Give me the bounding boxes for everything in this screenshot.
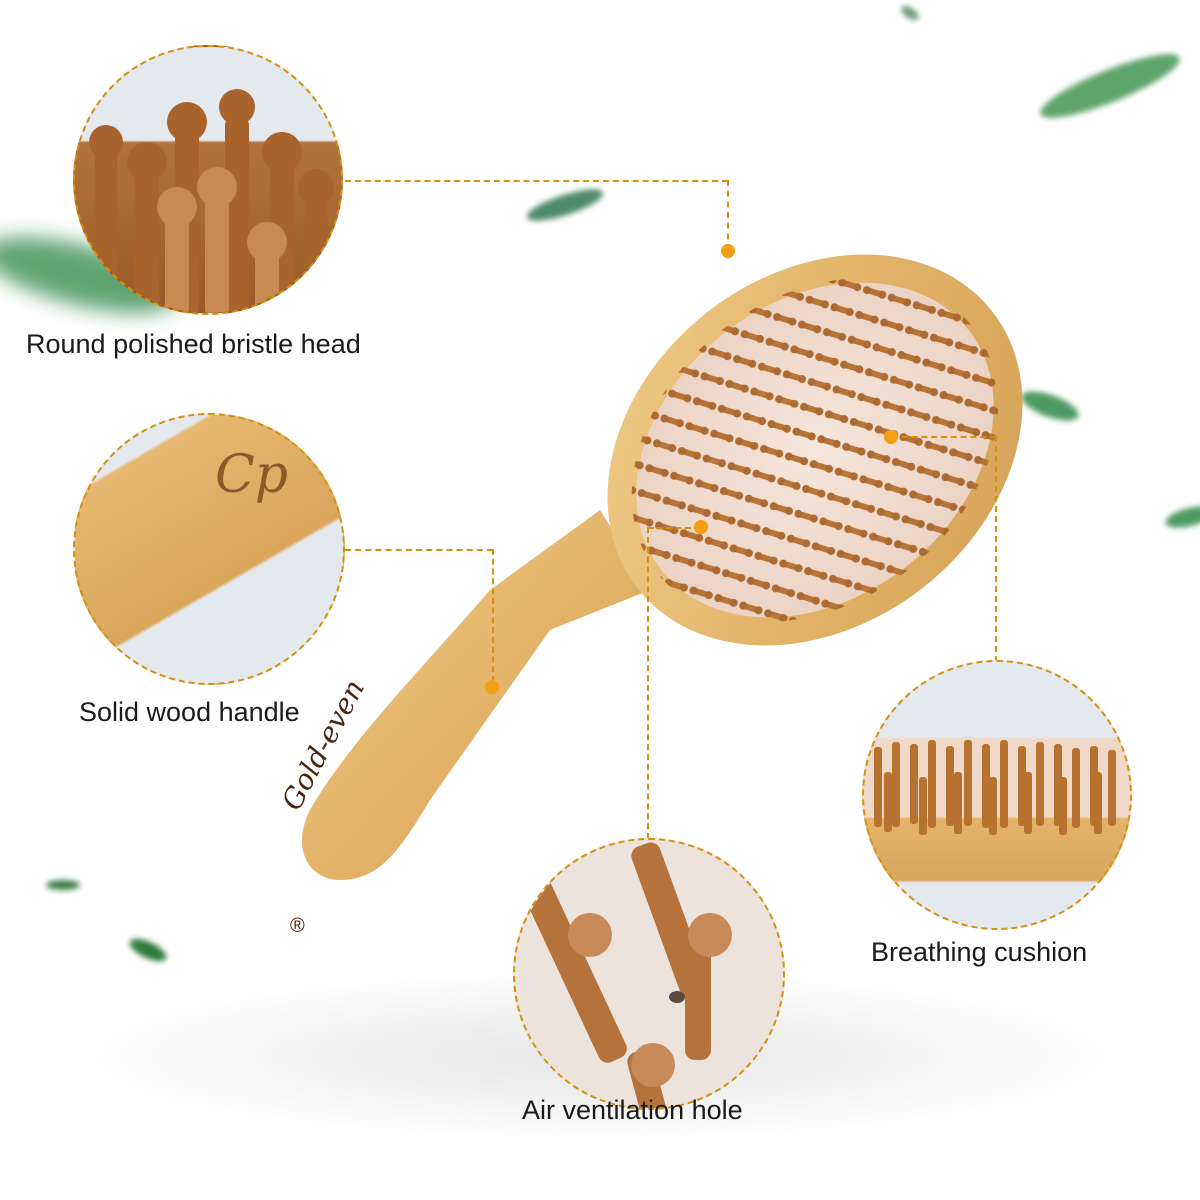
callout-label-bristle-head: Round polished bristle head (26, 329, 361, 359)
callout-dot (694, 520, 708, 534)
bristle-head-detail-image (73, 45, 343, 315)
callout-line (345, 549, 493, 551)
callout-dot (721, 244, 735, 258)
callout-line (647, 527, 649, 839)
leaf-icon (1163, 502, 1200, 532)
leaf-icon (898, 3, 922, 23)
hairbrush-image (230, 160, 1090, 960)
leaf-icon (1034, 43, 1186, 129)
callout-line (892, 436, 996, 438)
callout-dot (485, 680, 499, 694)
vent-hole (669, 991, 685, 1003)
callout-line (727, 180, 729, 250)
callout-line (995, 436, 997, 662)
air-ventilation-detail-image (513, 838, 785, 1110)
callout-label-air-ventilation: Air ventilation hole (522, 1095, 743, 1125)
callout-line (648, 527, 700, 529)
callout-label-wood-handle: Solid wood handle (79, 697, 300, 727)
callout-line (492, 549, 494, 682)
handle-monogram: Cp (215, 445, 289, 505)
wood-handle-detail-image: Cp (73, 413, 345, 685)
callout-label-breathing-cushion: Breathing cushion (871, 937, 1088, 967)
registered-mark: ® (290, 915, 305, 937)
breathing-cushion-detail-image (862, 660, 1132, 930)
leaf-icon (46, 880, 80, 890)
callout-line (345, 180, 728, 182)
callout-dot (884, 430, 898, 444)
